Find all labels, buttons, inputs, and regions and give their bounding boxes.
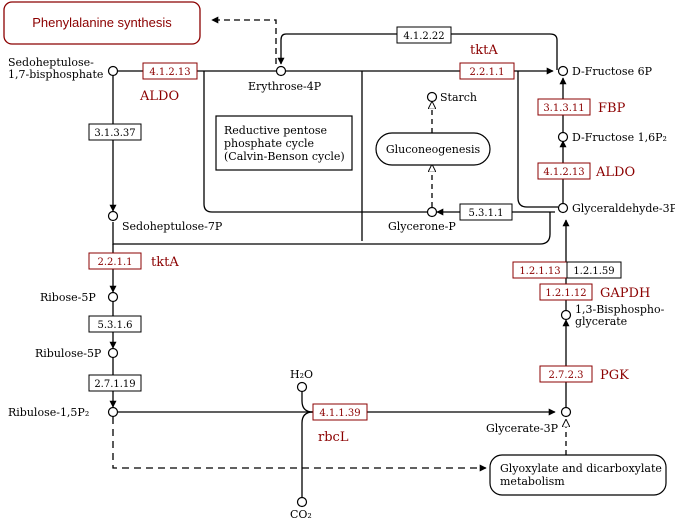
dashed-link-phenylalanine [211,16,277,64]
edge-right-loop [517,71,558,208]
ec-2-7-1-19[interactable]: 2.7.1.19 [94,379,135,390]
map-link-gluconeogenesis[interactable]: Gluconeogenesis [386,143,481,156]
info-line-1: Reductive pentose [224,124,327,137]
map-link-glyoxylate-line-2[interactable]: metabolism [500,475,565,488]
map-link-phenylalanine[interactable]: Phenylalanine synthesis [32,15,172,30]
ec-2-2-1-1-top[interactable]: 2.2.1.1 [470,67,505,78]
node-gap[interactable] [557,202,569,214]
ec-box-2-2-1-1-left[interactable] [88,252,142,270]
ec-box-4-1-2-13-left[interactable] [142,62,198,80]
node-sbp[interactable] [107,65,119,77]
info-line-3: (Calvin-Benson cycle) [224,150,345,163]
ec-box-2-7-2-3[interactable] [539,365,593,383]
node-r5p[interactable] [107,291,119,303]
ec-box-4-1-1-39[interactable] [312,403,368,421]
ec-4-1-2-22[interactable]: 4.1.2.22 [403,31,444,42]
ec-2-2-1-1-left[interactable]: 2.2.1.1 [98,257,133,268]
label-r5p[interactable]: Ribose-5P [40,291,96,304]
node-g3p[interactable] [560,406,572,418]
edge-rubp-glyoxylate [112,417,487,472]
ec-box-2-2-1-1-top[interactable] [459,62,515,80]
info-line-2: phosphate cycle [224,137,314,150]
ec-4-1-1-39[interactable]: 4.1.1.39 [319,408,360,419]
label-g3p[interactable]: Glycerate-3P [486,422,559,435]
ec-2-7-2-3[interactable]: 2.7.2.3 [549,370,584,381]
node-erythrose[interactable] [275,65,287,77]
ec-box-3-1-3-11[interactable] [537,98,591,116]
node-f16p[interactable] [557,131,569,143]
label-f16p[interactable]: D-Fructose 1,6P₂ [572,131,667,144]
node-glycerone[interactable] [426,206,438,218]
ec-box-4-1-2-22[interactable] [396,26,452,44]
label-gap[interactable]: Glyceraldehyde-3P [572,202,675,215]
ec-box-5-3-1-6[interactable] [88,315,142,333]
edge-co2 [301,411,314,497]
map-link-glyoxylate-line-1[interactable]: Glyoxylate and dicarboxylate [500,462,662,475]
ec-1-2-1-13[interactable]: 1.2.1.13 [519,266,560,277]
edge-bottom-loop [112,212,551,245]
enzyme-aldo-right: ALDO [595,165,635,180]
enzyme-rbcl: rbcL [318,430,349,445]
ec-box-1-2-1-59[interactable] [566,261,622,279]
node-co2[interactable] [296,496,308,508]
enzyme-aldo-left: ALDO [139,89,179,104]
edge-left-loop [203,71,428,213]
label-s7p[interactable]: Sedoheptulose-7P [122,220,223,233]
node-ru5p[interactable] [107,347,119,359]
ec-box-1-2-1-12[interactable] [539,283,593,301]
node-bpg[interactable] [560,309,572,321]
ec-5-3-1-1[interactable]: 5.3.1.1 [469,208,504,219]
ec-box-3-1-3-37[interactable] [88,123,142,141]
ec-1-2-1-59[interactable]: 1.2.1.59 [573,266,614,277]
node-s7p[interactable] [107,210,119,222]
node-f6p[interactable] [557,65,569,77]
label-bpg-line-1[interactable]: 1,3-Bisphospho- [575,303,665,316]
ec-box-4-1-2-13-right[interactable] [537,162,591,180]
enzyme-pgk: PGK [600,368,629,383]
enzyme-tkta-left: tktA [151,255,179,270]
label-co2[interactable]: CO₂ [290,508,312,521]
ec-4-1-2-13-left[interactable]: 4.1.2.13 [149,67,190,78]
enzyme-fbp: FBP [598,101,626,116]
enzyme-tkta-top: tktA [470,43,498,58]
map-link-gluconeogenesis-box[interactable] [375,132,491,166]
label-sbp-line-2[interactable]: 1,7-bisphosphate [8,68,103,81]
label-bpg-line-2[interactable]: glycerate [575,315,627,328]
ec-box-5-3-1-1[interactable] [459,203,513,221]
label-erythrose[interactable]: Erythrose-4P [248,80,322,93]
ec-4-1-2-13-right[interactable]: 4.1.2.13 [543,167,584,178]
node-h2o[interactable] [296,381,308,393]
ec-5-3-1-6[interactable]: 5.3.1.6 [98,320,133,331]
label-starch[interactable]: Starch [440,91,477,104]
node-rubp[interactable] [107,406,119,418]
enzyme-gapdh: GAPDH [600,286,650,301]
info-box [215,115,353,171]
label-rubp[interactable]: Ribulose-1,5P₂ [8,406,89,419]
ec-3-1-3-11[interactable]: 3.1.3.11 [543,103,584,114]
node-starch[interactable] [426,91,438,103]
map-link-glyoxylate-box[interactable] [489,454,667,496]
label-ru5p[interactable]: Ribulose-5P [35,347,102,360]
map-link-phenylalanine-box[interactable] [3,1,201,45]
label-sbp-line-1[interactable]: Sedoheptulose- [8,56,94,69]
label-f6p[interactable]: D-Fructose 6P [572,65,653,78]
ec-box-2-7-1-19[interactable] [88,374,142,392]
label-glycerone[interactable]: Glycerone-P [388,220,456,233]
ec-1-2-1-12[interactable]: 1.2.1.12 [545,288,586,299]
ec-3-1-3-37[interactable]: 3.1.3.37 [94,128,135,139]
label-h2o[interactable]: H₂O [290,368,313,381]
